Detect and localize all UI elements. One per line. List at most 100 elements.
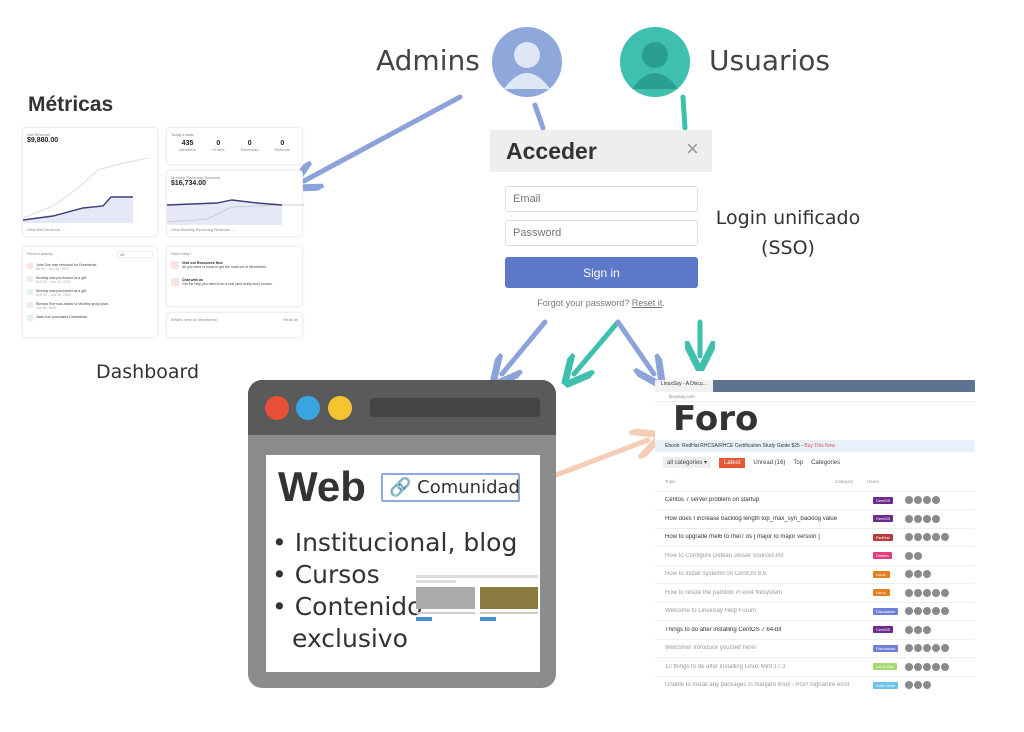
mrr-link[interactable]: View Monthly Recurring Revenue →	[171, 227, 236, 232]
user-avatar-icon	[905, 625, 913, 634]
user-avatar-icon	[923, 514, 931, 523]
line-user-login	[680, 94, 688, 131]
table-row[interactable]: Centos 7 server problem on startup CentOS	[655, 492, 975, 510]
net-revenue-link[interactable]: View Net Revenue →	[27, 227, 66, 232]
header-category: Category	[835, 479, 854, 485]
activity-text: Monthly was purchased as a gift.	[36, 276, 87, 280]
help-title: Visit our Resources Hub	[182, 261, 223, 265]
category-badge[interactable]: RedHat	[873, 533, 893, 541]
category-badge[interactable]: Linux	[873, 570, 890, 578]
category-badge[interactable]: CentOS	[873, 626, 894, 634]
activity-item: Monthly was purchased as a gift.$10.00 –…	[27, 289, 153, 297]
topic-title[interactable]: Things to do after installing CentOS 7 6…	[665, 626, 782, 633]
activity-item: Jane Doe purchased Dreamboat.	[27, 315, 153, 321]
activity-item: Richard Roe was added to Monthly group p…	[27, 302, 153, 310]
activity-text: Jane Doe purchased Dreamboat.	[36, 315, 88, 319]
user-avatar-icon	[905, 681, 913, 690]
table-row[interactable]: How to resize the partition in ext4 file…	[655, 584, 975, 603]
topic-title[interactable]: How does I increase backlog length top_m…	[665, 515, 838, 522]
category-badge[interactable]: Debian	[873, 552, 892, 560]
category-badge[interactable]: Linux Mint	[873, 663, 898, 671]
activity-meta: Jun 26, 2020	[36, 306, 57, 310]
arrow-login-web-user	[574, 319, 621, 374]
category-badge[interactable]: Linux	[873, 589, 890, 597]
banner-link[interactable]: Buy This Now	[804, 443, 835, 449]
user-avatar-icon	[914, 625, 922, 634]
sign-in-button[interactable]: Sign in	[505, 257, 698, 288]
category-badge[interactable]: Discussion	[873, 644, 899, 652]
user-avatar-icon	[932, 496, 940, 505]
line-admin-login	[532, 102, 546, 131]
topic-title[interactable]: How to install systemd on CentOS 6.6	[665, 571, 767, 578]
help-desc: All you need to know to get the most out…	[182, 265, 267, 269]
user-avatar-icon	[914, 570, 922, 579]
topic-title[interactable]: Welcome to LinuxSay Help Forum	[665, 608, 756, 615]
topic-users	[905, 551, 975, 560]
table-row[interactable]: Welcome! Introduce yourself here! Discuss…	[655, 640, 975, 658]
stat-label: Members	[179, 147, 196, 152]
topic-title[interactable]: 10 things to do after installing Linux M…	[665, 663, 786, 670]
email-input[interactable]	[505, 186, 698, 212]
topic-title[interactable]: How to upgrade rhel6 to rhel7 os [ major…	[665, 534, 820, 541]
password-input[interactable]	[505, 220, 698, 246]
web-title: Web	[278, 463, 366, 510]
table-row[interactable]: How to Configure Debian Jessie Sources.l…	[655, 547, 975, 566]
activity-filter-select[interactable]: All	[117, 251, 153, 258]
tab-categories[interactable]: Categories	[811, 459, 841, 466]
arrow-login-forum-admin	[615, 319, 654, 374]
topic-title[interactable]: How to Configure Debian Jessie Sources.l…	[665, 552, 784, 559]
net-revenue-card: Net Revenue $9,880.00 View Net Revenue →	[22, 127, 158, 237]
card-label: Need help?	[171, 251, 192, 256]
address-bar	[370, 398, 540, 417]
topic-title[interactable]: Welcome! Introduce yourself here!	[665, 645, 757, 652]
banner-text: Ebook: RedHat RHCSA/RHCE Certification S…	[665, 443, 803, 449]
table-row[interactable]: Unable to install any packages in manjar…	[655, 677, 975, 691]
card-label: Recent activity	[27, 251, 54, 256]
user-avatar-icon	[905, 644, 913, 653]
reset-link[interactable]: Reset it	[631, 298, 663, 308]
read-all-link[interactable]: Read all	[283, 317, 298, 322]
topic-title[interactable]: Unable to install any packages in manjar…	[665, 682, 850, 689]
user-avatar-icon	[941, 607, 949, 616]
comunidad-link-chip[interactable]: 🔗 Comunidad	[381, 473, 520, 502]
promo-banner: Ebook: RedHat RHCSA/RHCE Certification S…	[655, 440, 975, 452]
category-badge[interactable]: Arch Linux	[873, 681, 898, 689]
category-badge[interactable]: CentOS	[873, 496, 894, 504]
user-avatar-icon	[923, 607, 931, 616]
user-avatar-icon	[905, 496, 913, 505]
user-avatar-icon	[923, 625, 931, 634]
url-bar[interactable]: linuxsay.com	[655, 392, 975, 402]
table-row[interactable]: Things to do after installing CentOS 7 6…	[655, 621, 975, 640]
bullet-item: • Contenido	[272, 592, 423, 621]
table-row[interactable]: Welcome to LinuxSay Help Forum Discussion	[655, 603, 975, 621]
close-icon[interactable]: ×	[686, 136, 699, 161]
topic-users	[905, 607, 975, 616]
user-avatar-icon	[905, 551, 913, 560]
table-row[interactable]: How does I increase backlog length top_m…	[655, 510, 975, 529]
category-badge[interactable]: CentOS	[873, 515, 894, 523]
categories-dropdown[interactable]: all categories ▾	[663, 457, 712, 468]
category-badge[interactable]: Discussion	[873, 607, 899, 615]
user-avatar-icon	[923, 644, 931, 653]
activity-text: Jane Doe was refunded for Dreamboat.	[36, 263, 98, 267]
tab-top[interactable]: Top	[793, 459, 804, 466]
topic-title[interactable]: Centos 7 server problem on startup	[665, 497, 760, 504]
user-avatar-icon	[932, 533, 940, 542]
table-row[interactable]: How to upgrade rhel6 to rhel7 os [ major…	[655, 529, 975, 547]
web-bullets: • Institucional, blog • Cursos • Conteni…	[272, 527, 517, 655]
browser-tab[interactable]: LinuxSay - A Discu...	[655, 380, 713, 392]
table-row[interactable]: How to install systemd on CentOS 6.6 Linu…	[655, 566, 975, 584]
help-title: Chat with us	[182, 278, 203, 282]
table-row[interactable]: 10 things to do after installing Linux M…	[655, 658, 975, 677]
forum-title: Foro	[673, 399, 759, 439]
stat-value: 435	[181, 140, 194, 147]
tab-latest[interactable]: Latest	[719, 457, 746, 468]
mrr-card: Monthly Recurring Revenue $16,734.00 Vie…	[166, 170, 304, 237]
topic-title[interactable]: How to resize the partition in ext4 file…	[665, 589, 783, 596]
tab-unread[interactable]: Unread (16)	[753, 459, 786, 466]
bullet-item: • Institucional, blog	[272, 528, 518, 557]
net-revenue-chart	[23, 157, 149, 223]
